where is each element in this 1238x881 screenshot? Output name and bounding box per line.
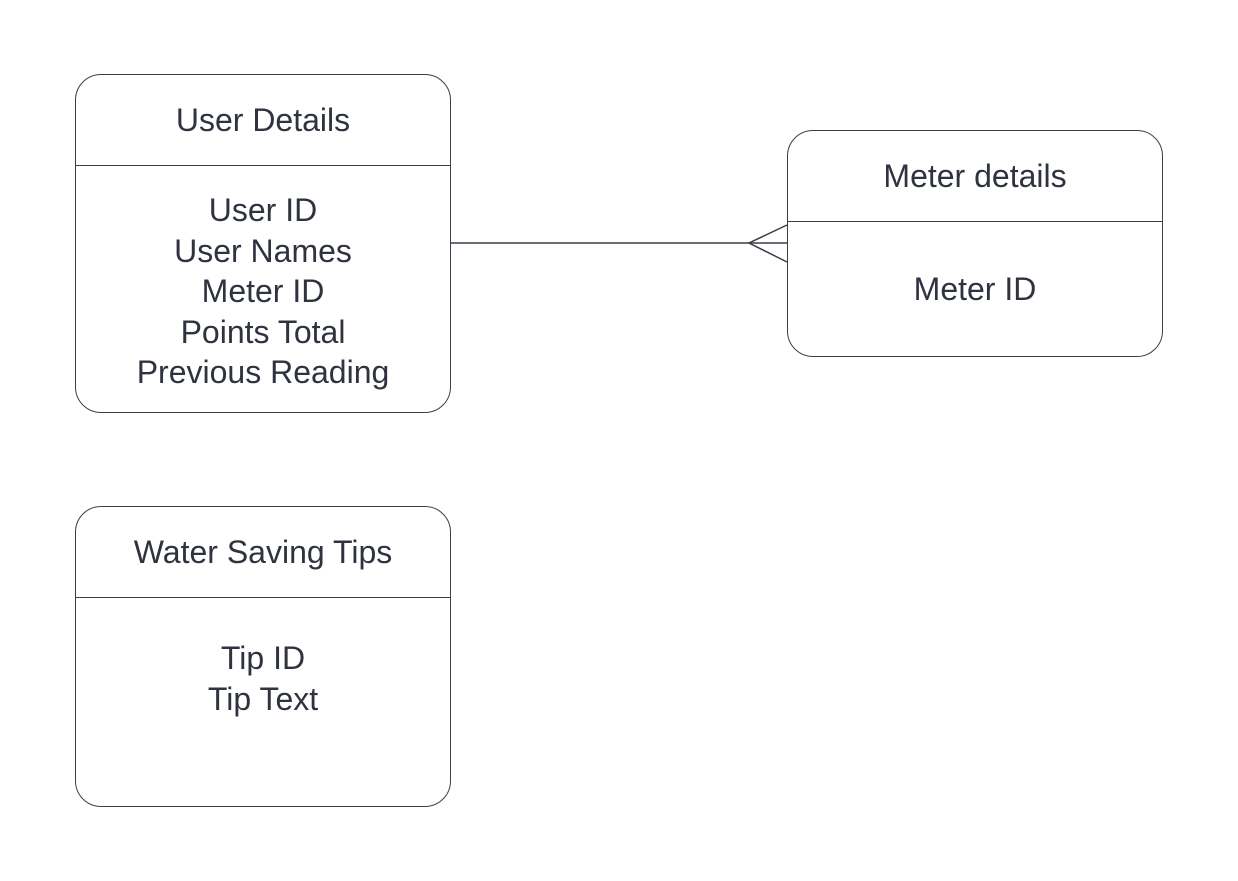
crows-foot-marker	[747, 224, 788, 263]
entity-title: Meter details	[788, 131, 1162, 222]
entity-user-details[interactable]: User Details User ID User Names Meter ID…	[75, 74, 451, 413]
entity-field: Tip ID	[220, 640, 306, 676]
entity-fields: Tip ID Tip Text	[76, 598, 450, 806]
entity-water-saving-tips[interactable]: Water Saving Tips Tip ID Tip Text	[75, 506, 451, 807]
entity-field: User ID	[208, 192, 318, 228]
entity-field: Meter ID	[913, 270, 1037, 307]
entity-fields: Meter ID	[788, 222, 1162, 356]
entity-title: User Details	[76, 75, 450, 166]
entity-field: Previous Reading	[136, 354, 390, 390]
entity-title: Water Saving Tips	[76, 507, 450, 598]
entity-field: Points Total	[180, 313, 346, 350]
entity-field: User Names	[174, 232, 352, 269]
entity-fields: User ID User Names Meter ID Points Total…	[76, 166, 450, 412]
entity-meter-details[interactable]: Meter details Meter ID	[787, 130, 1163, 357]
entity-field: Tip Text	[207, 680, 319, 717]
entity-field: Meter ID	[201, 273, 325, 309]
